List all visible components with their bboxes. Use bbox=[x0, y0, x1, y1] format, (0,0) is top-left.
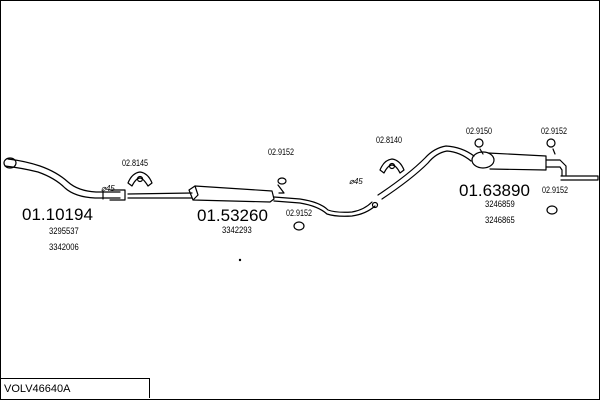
bracket-icon bbox=[127, 171, 153, 187]
main-part-number: 01.10194 bbox=[22, 205, 93, 224]
accessory-code: 02.9152 bbox=[542, 185, 569, 195]
reference-number: 3342006 bbox=[49, 242, 79, 252]
main-part-number: 01.63890 bbox=[459, 181, 530, 200]
diameter-label: ⌀45 bbox=[349, 177, 363, 186]
front-pipe bbox=[3, 157, 126, 201]
reference-number: 3246859 bbox=[485, 199, 515, 209]
rubber-ring-icon bbox=[474, 138, 484, 148]
rear-pipe bbox=[377, 145, 599, 200]
clamp-icon bbox=[277, 184, 285, 194]
rubber-ring-icon bbox=[546, 138, 556, 148]
reference-number: 3246865 bbox=[485, 215, 515, 225]
accessory-code: 02.9150 bbox=[466, 126, 493, 136]
accessory-code: 02.9152 bbox=[268, 147, 295, 157]
diameter-label: ⌀45 bbox=[101, 184, 115, 193]
accessory-code: 02.8145 bbox=[122, 158, 149, 168]
rubber-ring-icon bbox=[277, 177, 287, 185]
accessory-code: 02.9152 bbox=[286, 208, 313, 218]
model-box: VOLV46640A bbox=[0, 378, 150, 398]
bracket-icon bbox=[379, 158, 405, 174]
accessory-code: 02.9152 bbox=[541, 126, 568, 136]
model-code: VOLV46640A bbox=[4, 383, 71, 395]
center-pipe bbox=[127, 185, 379, 217]
rubber-ring-icon bbox=[293, 221, 305, 231]
clamp-icon bbox=[479, 148, 484, 155]
accessory-code: 02.8140 bbox=[376, 135, 403, 145]
dot bbox=[238, 258, 242, 262]
reference-number: 3295537 bbox=[49, 226, 79, 236]
main-part-number: 01.53260 bbox=[197, 206, 268, 225]
clamp-icon bbox=[552, 148, 556, 155]
reference-number: 3342293 bbox=[222, 225, 252, 235]
rubber-ring-icon bbox=[546, 205, 558, 215]
